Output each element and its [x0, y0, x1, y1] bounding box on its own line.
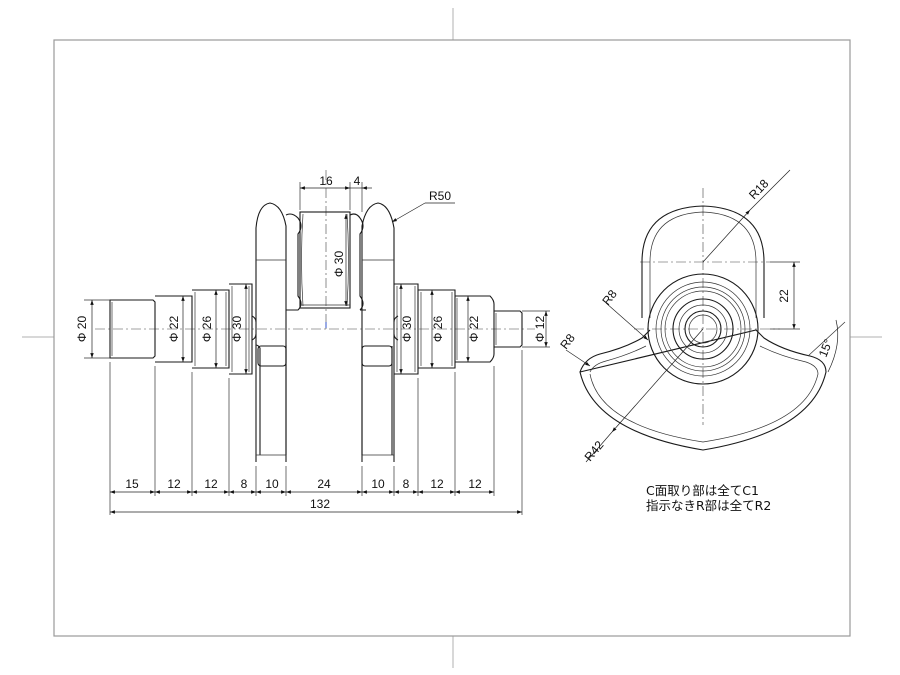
dim-phi26-right: Φ 26: [431, 316, 445, 343]
dim-phi20: Φ 20: [75, 316, 89, 343]
dim-phi22-left: Φ 22: [167, 316, 181, 343]
dim-phi12: Φ 12: [533, 316, 547, 343]
dim-len-8a: 8: [241, 477, 248, 491]
dim-len-12c: 12: [430, 477, 444, 491]
crankshaft-side-view: R18 22 R8 R8 R42 15°: [557, 169, 846, 464]
dim-len-12b: 12: [204, 477, 218, 491]
dim-len-10a: 10: [265, 477, 279, 491]
dim-phi30-right: Φ 30: [400, 316, 414, 343]
dim-phi22-right: Φ 22: [467, 316, 481, 343]
dim-r42: R42: [582, 438, 607, 464]
dim-len-12d: 12: [468, 477, 482, 491]
dim-phi26-left: Φ 26: [200, 316, 214, 343]
dim-top-16: 16: [319, 174, 333, 188]
dim-22: 22: [777, 289, 791, 303]
dim-len-24: 24: [317, 477, 331, 491]
crop-marks: [22, 8, 882, 668]
dim-phi30-center: Φ 30: [332, 251, 346, 278]
dim-r8-lower: R8: [557, 331, 578, 352]
dim-len-15: 15: [125, 477, 139, 491]
drawing-border: [53, 39, 851, 637]
dim-r8-upper: R8: [599, 287, 620, 308]
dim-top-4: 4: [354, 174, 361, 188]
dim-r50: R50: [429, 189, 451, 203]
note-radius: 指示なきR部は全てR2: [646, 498, 772, 513]
dim-len-12a: 12: [167, 477, 181, 491]
dim-len-8b: 8: [403, 477, 410, 491]
crankshaft-front-view: 15 12 12 8 10 24 10 8 12 12 132 16 4 R50…: [75, 170, 550, 515]
dim-angle-15: 15°: [816, 337, 836, 359]
note-chamfer: C面取り部は全てC1: [646, 483, 759, 498]
dim-len-10b: 10: [371, 477, 385, 491]
dim-len-total: 132: [310, 497, 330, 511]
dim-phi30-left: Φ 30: [230, 316, 244, 343]
dim-r18: R18: [746, 176, 772, 202]
